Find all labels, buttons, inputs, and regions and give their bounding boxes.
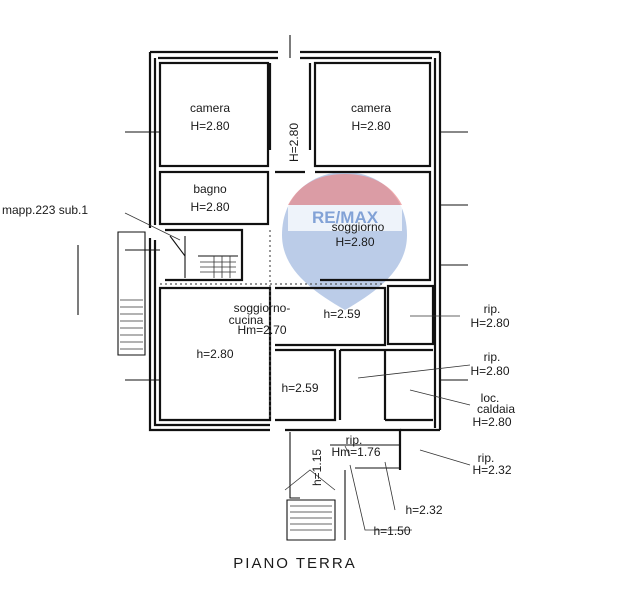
room-height-259-top: h=2.59 <box>323 307 360 321</box>
room-name-rip-1: rip. <box>484 302 501 316</box>
room-height-camera-left: H=2.80 <box>190 119 229 133</box>
room-height-rip-1: H=2.80 <box>470 316 509 330</box>
room-height-soggiorno: H=2.80 <box>335 235 374 249</box>
room-height-rip-4: H=2.32 <box>472 463 511 477</box>
room-name-soggiorno: soggiorno <box>332 220 385 234</box>
room-name-bagno: bagno <box>193 182 227 196</box>
room-height-rip-2: H=2.80 <box>470 364 509 378</box>
plan-title: PIANO TERRA <box>233 555 356 572</box>
room-height-corridor: H=2.80 <box>287 123 301 162</box>
room-height-soggiorno-cucina: Hm=2.70 <box>237 323 286 337</box>
room-height-camera-right: H=2.80 <box>351 119 390 133</box>
room-height-rip-3: Hm=1.76 <box>331 445 380 459</box>
room-height-loc-caldaia: H=2.80 <box>472 415 511 429</box>
room-name-soggiorno-cucina-1: soggiorno- <box>234 301 291 315</box>
room-name-rip-2: rip. <box>484 350 501 364</box>
interior-walls <box>77 35 468 541</box>
room-name-soggiorno-cucina-2: cucina <box>229 313 264 327</box>
room-name-camera-right: camera <box>351 101 391 115</box>
room-name-caldaia: caldaia <box>477 402 515 416</box>
room-name-rip-3: rip. <box>346 433 363 447</box>
height-label-232: h=2.32 <box>405 503 442 517</box>
room-name-loc: loc. <box>481 391 500 405</box>
leader-lines <box>124 212 471 531</box>
remax-watermark: RE/MAX <box>282 172 407 310</box>
room-height-bagno: H=2.80 <box>190 200 229 214</box>
height-label-115: h=1.15 <box>310 449 324 486</box>
height-label-150: h=1.50 <box>373 524 410 538</box>
room-name-rip-4: rip. <box>478 451 495 465</box>
room-height-259-mid: h=2.59 <box>281 381 318 395</box>
cadastral-reference: mapp.223 sub.1 <box>2 203 88 217</box>
room-height-280-left: h=2.80 <box>196 347 233 361</box>
remax-logo-text: RE/MAX <box>312 208 379 227</box>
room-name-camera-left: camera <box>190 101 230 115</box>
room-labels: camera H=2.80 camera H=2.80 H=2.80 bagno… <box>2 101 515 538</box>
